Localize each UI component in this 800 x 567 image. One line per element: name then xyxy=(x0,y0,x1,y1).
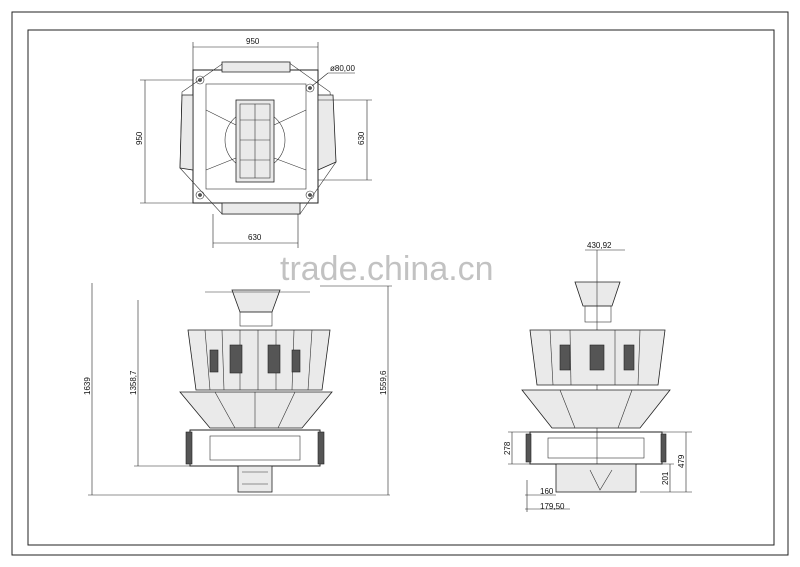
dim-side-total-right: 479 xyxy=(677,454,686,468)
dim-front-right: 1559,6 xyxy=(379,370,388,395)
dim-top-height: 950 xyxy=(135,131,144,145)
dim-inner-height: 630 xyxy=(357,131,366,145)
dim-hole-diameter: ø80,00 xyxy=(330,64,355,73)
dim-side-bottom-178: 179,50 xyxy=(540,502,565,511)
dim-inner-width: 630 xyxy=(248,233,262,242)
dim-front-mid: 1358,7 xyxy=(129,370,138,395)
dim-side-frame: 278 xyxy=(503,441,512,455)
dim-side-bottom-160: 160 xyxy=(540,487,554,496)
top-view: 950 950 ø80,00 630 630 xyxy=(135,37,372,248)
front-view: 1639 1358,7 1559,6 xyxy=(83,283,392,496)
dim-side-lower-right: 201 xyxy=(661,471,670,485)
dim-top-width: 950 xyxy=(246,37,260,46)
outer-frame xyxy=(11,11,789,556)
dim-side-top: 430,92 xyxy=(587,241,612,250)
inner-frame xyxy=(27,29,775,546)
side-view: 430,92 278 479 201 160 179,50 xyxy=(503,241,692,512)
dim-front-total: 1639 xyxy=(83,377,92,395)
